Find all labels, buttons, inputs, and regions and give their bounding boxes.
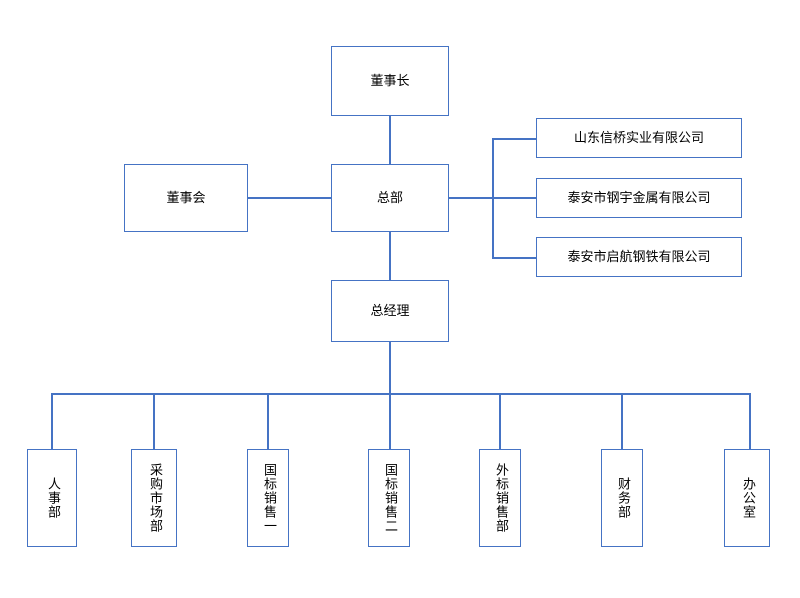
connector-board-headquarters (248, 197, 331, 199)
node-department-office-label: 办公室 (740, 477, 755, 519)
node-board-of-directors-label: 董事会 (166, 190, 206, 206)
node-department-finance-label: 财务部 (615, 477, 630, 519)
node-subsidiary-gangyu-label: 泰安市钢宇金属有限公司 (567, 190, 711, 206)
node-department-domestic-sales-2[interactable]: 国标销售二 (368, 449, 410, 547)
connector-drop-office (749, 393, 751, 449)
connector-drop-domestic1 (267, 393, 269, 449)
node-subsidiary-xinqiao[interactable]: 山东信桥实业有限公司 (536, 118, 742, 158)
connector-subsidiary-2 (492, 197, 536, 199)
node-department-finance[interactable]: 财务部 (601, 449, 643, 547)
connector-drop-finance (621, 393, 623, 449)
connector-subsidiary-1 (492, 138, 536, 140)
node-department-domestic-sales-1[interactable]: 国标销售一 (247, 449, 289, 547)
node-department-office[interactable]: 办公室 (724, 449, 770, 547)
node-department-hr-label: 人事部 (45, 477, 60, 519)
connector-headquarters-gm (389, 232, 391, 280)
node-department-domestic-sales-2-label: 国标销售二 (382, 463, 397, 533)
connector-drop-purchase (153, 393, 155, 449)
node-department-export-sales[interactable]: 外标销售部 (479, 449, 521, 547)
connector-drop-domestic2 (389, 393, 391, 449)
node-headquarters[interactable]: 总部 (331, 164, 449, 232)
node-subsidiary-qihang[interactable]: 泰安市启航钢铁有限公司 (536, 237, 742, 277)
node-department-export-sales-label: 外标销售部 (493, 463, 508, 533)
node-headquarters-label: 总部 (376, 190, 403, 206)
node-department-purchasing-label: 采购市场部 (147, 463, 162, 533)
node-subsidiary-gangyu[interactable]: 泰安市钢宇金属有限公司 (536, 178, 742, 218)
node-subsidiary-qihang-label: 泰安市启航钢铁有限公司 (567, 249, 711, 265)
node-department-purchasing[interactable]: 采购市场部 (131, 449, 177, 547)
connector-chairman-headquarters (389, 116, 391, 164)
connector-subsidiary-3 (492, 257, 536, 259)
node-department-domestic-sales-1-label: 国标销售一 (261, 463, 276, 533)
node-board-of-directors[interactable]: 董事会 (124, 164, 248, 232)
node-department-hr[interactable]: 人事部 (27, 449, 77, 547)
connector-drop-export (499, 393, 501, 449)
node-chairman-label: 董事长 (370, 73, 410, 89)
node-general-manager[interactable]: 总经理 (331, 280, 449, 342)
node-general-manager-label: 总经理 (370, 303, 410, 319)
node-subsidiary-xinqiao-label: 山东信桥实业有限公司 (573, 130, 704, 146)
connector-department-bus (51, 393, 751, 395)
connector-gm-bus (389, 342, 391, 394)
connector-drop-hr (51, 393, 53, 449)
node-chairman[interactable]: 董事长 (331, 46, 449, 116)
